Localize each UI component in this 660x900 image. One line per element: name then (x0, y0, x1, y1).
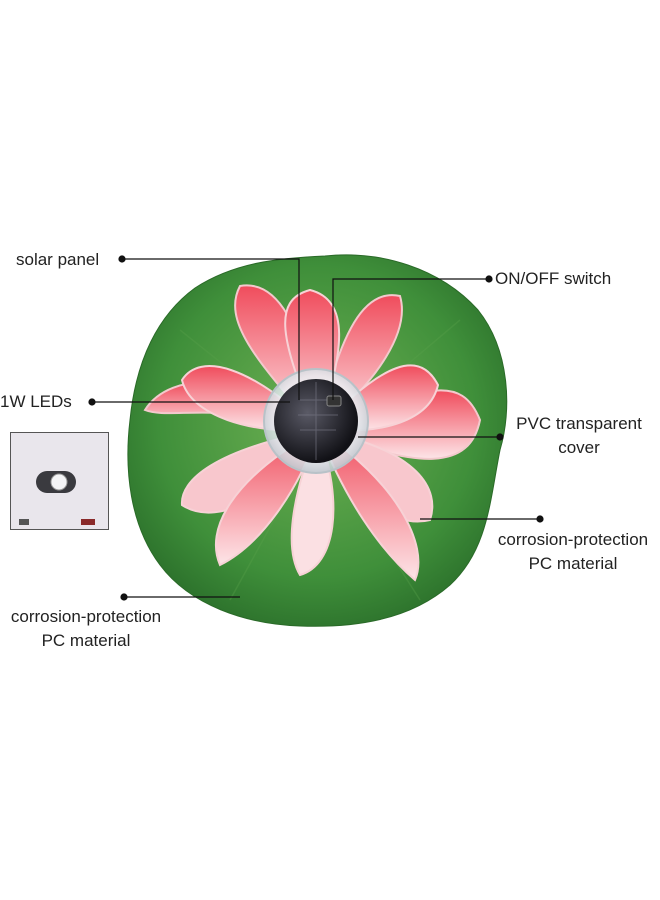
label-pvc-cover: PVC transparent cover (504, 412, 654, 460)
on-off-switch-icon (326, 395, 342, 407)
label-petal-material-line1: corrosion-protection (497, 530, 649, 549)
label-leds: 1W LEDs (0, 392, 72, 411)
label-on-off-switch: ON/OFF switch (495, 269, 612, 288)
label-solar-panel: solar panel (16, 250, 100, 269)
label-petal-material-line2: PC material (528, 554, 618, 573)
label-leaf-material-line1: corrosion-protection (10, 607, 162, 626)
led-inset-photo (10, 432, 109, 530)
label-pvc-cover-line1: PVC transparent (516, 414, 642, 433)
label-petal-material: corrosion-protection PC material (487, 528, 659, 576)
label-pvc-cover-line2: cover (558, 438, 600, 457)
label-leaf-material-line2: PC material (41, 631, 131, 650)
solar-panel-grid (298, 382, 338, 460)
leader-lines (88, 255, 544, 601)
led-bulb-icon (11, 433, 108, 529)
label-leaf-material: corrosion-protection PC material (0, 605, 172, 653)
